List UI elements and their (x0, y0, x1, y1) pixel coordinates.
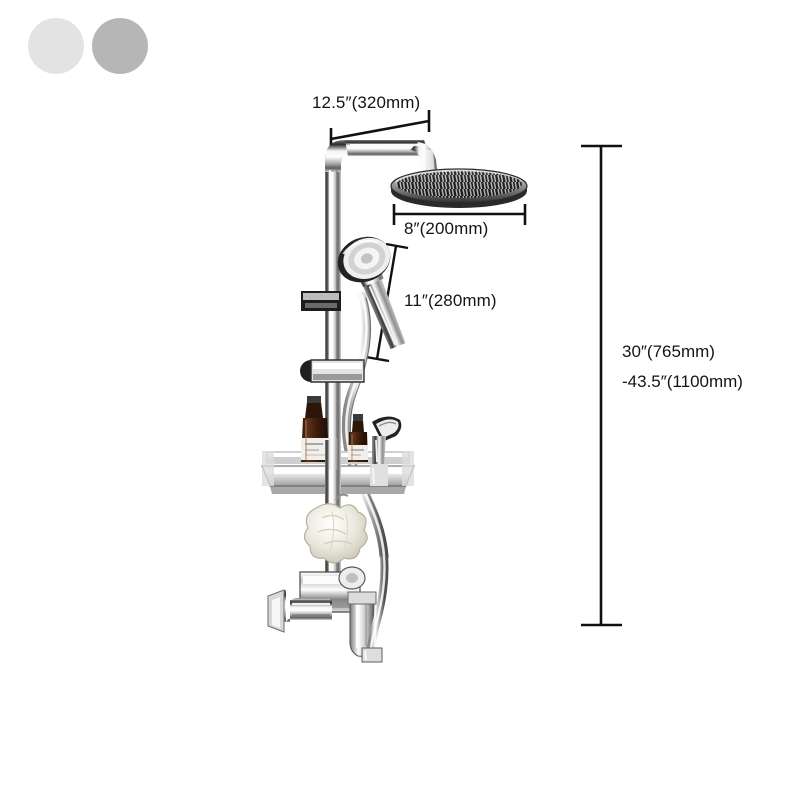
hose-connector (361, 647, 383, 663)
loofah-sponge (303, 493, 368, 564)
tub-spout (267, 589, 332, 633)
arm-length-dimension-label: 12.5″(320mm) (312, 93, 421, 112)
rain-head-diameter-dimension-line (392, 204, 527, 225)
hand-shower-travel-dimension-label: 11″(280mm) (404, 291, 497, 310)
swatch-light-chrome[interactable] (28, 18, 84, 74)
bottle-tall (301, 396, 329, 462)
swatch-brushed-nickel[interactable] (92, 18, 148, 74)
rain-head-diameter-dimension-label: 8″(200mm) (404, 219, 489, 238)
overall-height-dimension-label: 30″(765mm) -43.5″(1100mm) (622, 337, 743, 397)
bottle-short (348, 414, 368, 462)
wall-bracket (301, 291, 341, 311)
slide-bracket (300, 359, 365, 383)
hand-shower (337, 236, 406, 350)
overall-height-max-label: -43.5″(1100mm) (622, 372, 743, 391)
overall-height-min-label: 30″(765mm) (622, 342, 715, 361)
overall-height-dimension-line (581, 144, 622, 627)
rain-shower-head (390, 168, 528, 208)
finish-color-swatches (28, 18, 148, 74)
bidet-sprayer (370, 416, 402, 486)
